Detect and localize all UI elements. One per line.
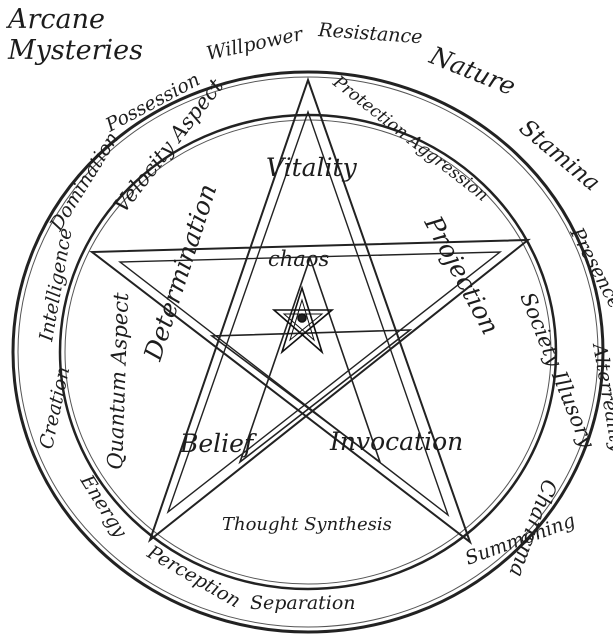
ring-label-presence: Presence [565,223,613,312]
ring-label-nature: Nature [425,40,520,101]
label-vitality: Vitality [266,153,358,182]
center-star [271,285,335,355]
label-quantum-aspect: Quantum Aspect [103,292,133,471]
ring-label-energy: Energy [75,470,131,542]
corner-title: Arcane Mysteries [8,4,148,66]
outer-ring [11,70,605,634]
label-protection-aggression: Protection Aggression [328,72,492,206]
corner-title-line2: Mysteries [8,35,143,66]
label-determination: Determination [138,180,223,364]
inner-pentagram [209,255,413,465]
label-belief: Belief [179,429,257,458]
ring-label-willpower: Willpower [204,23,306,65]
ring-label-domination: Domination [45,128,123,235]
label-invocation: Invocation [329,427,463,456]
label-society-illusory: Society Illusory [515,289,600,452]
ring-label-resistance: Resistance [317,19,423,48]
corner-title-line1: Arcane [8,4,105,35]
ring-label-stamina: Stamina [514,115,605,197]
label-chaos: chaos [268,247,329,271]
ring-label-separation: Separation [250,592,356,614]
label-thought-synthesis: Thought Synthesis [222,514,392,535]
ring-label-creation: Creation [35,365,74,451]
label-projection: Projection [418,210,505,339]
